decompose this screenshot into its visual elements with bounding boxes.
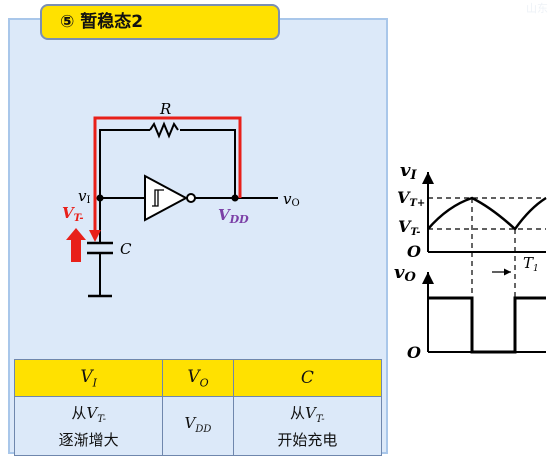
schmitt-inverter: [144, 174, 189, 222]
vt-plus-label-main: V: [397, 188, 411, 207]
capacitor: [87, 241, 113, 255]
watermark: 山东: [526, 2, 548, 15]
cell-c: 从VT- 开始充电: [232, 396, 383, 456]
waveform-area: [422, 172, 547, 354]
inverter-bubble: [186, 193, 196, 203]
vi-label-sub: I: [86, 195, 90, 206]
t1-label-sub: 1: [533, 264, 539, 274]
vo-label-sub: O: [291, 198, 299, 209]
node-vo: [231, 194, 239, 202]
resistor-label: R: [159, 100, 171, 118]
section-title: ⑤ 暂稳态2: [40, 4, 280, 40]
circuit-schematic: [87, 121, 278, 298]
vo-axis-label-main: v: [394, 262, 405, 283]
hysteresis-symbol: [152, 189, 164, 207]
vt-minus-label-main: V: [398, 217, 412, 236]
node-vi: [96, 194, 104, 202]
vt-plus-label-sub: T+: [409, 198, 425, 209]
table-header-row: VI VO C: [13, 359, 383, 397]
cell-vi: 从VT- 逐渐增大: [13, 396, 164, 456]
vo-waveform: [428, 296, 546, 354]
vt-plus-label: VT+: [397, 188, 425, 209]
vt-minus-label-sub: T-: [410, 227, 420, 238]
header-vi: VI: [13, 359, 164, 397]
vi-axis-label-main: v: [400, 160, 411, 181]
feedback-wire: [99, 129, 236, 198]
vdd-label-main: V: [218, 206, 231, 224]
vt-minus-label: VT-: [398, 217, 420, 238]
cell-vo: VDD: [162, 396, 234, 456]
rising-arrow: [66, 228, 86, 262]
vi-axis-label-sub: I: [409, 168, 417, 183]
threshold-label: VT-: [62, 204, 84, 224]
vo-axis-label-sub: O: [404, 270, 416, 285]
capacitor-label: C: [120, 240, 132, 258]
header-c: C: [232, 359, 383, 397]
table-row: 从VT- 逐渐增大 VDD 从VT- 开始充电: [13, 396, 383, 456]
vo-label: vO: [283, 190, 300, 209]
state-table: VI VO C 从VT- 逐渐增大 VDD 从VT- 开始充电: [13, 359, 383, 456]
origin-label-bottom: O: [407, 343, 421, 362]
vdd-label: VDD: [218, 206, 249, 226]
vi-label-main: v: [78, 187, 87, 205]
vi-label: vI: [78, 187, 90, 206]
t1-label: T1: [523, 254, 539, 274]
vo-axis-label: vO: [394, 262, 416, 285]
resistor: [149, 121, 179, 139]
charging-path: [93, 116, 242, 238]
header-vo: VO: [162, 359, 234, 397]
charging-arrowhead: [89, 230, 101, 242]
vi-axis-label: vI: [400, 160, 417, 183]
vdd-label-sub: DD: [229, 213, 250, 226]
threshold-label-main: V: [62, 204, 75, 222]
vi-waveform: [427, 196, 547, 231]
threshold-label-sub: T-: [74, 213, 84, 224]
t1-label-main: T: [523, 254, 534, 272]
vo-label-main: v: [283, 190, 292, 208]
origin-label-top: O: [407, 242, 421, 261]
